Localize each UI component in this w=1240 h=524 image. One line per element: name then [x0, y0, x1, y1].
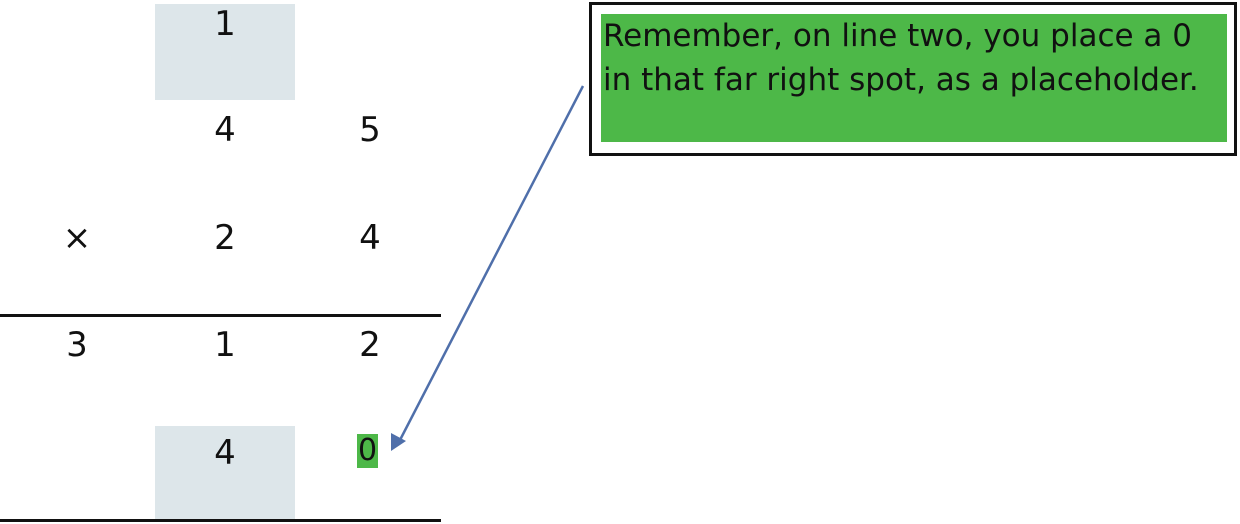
carry-digit: 1 [214, 4, 236, 44]
multiply-operator: × [62, 218, 92, 258]
carry-cell-background [155, 4, 295, 100]
multiplicand-ones-digit: 5 [359, 110, 381, 150]
partial-product-1-tens-digit: 1 [214, 325, 236, 365]
partial-product-1-hundreds-digit: 3 [66, 325, 88, 365]
bottom-divider-line [0, 519, 441, 522]
product-divider-line [0, 314, 441, 317]
second-row-cell-background [155, 426, 295, 520]
callout-arrow-head [391, 433, 406, 451]
partial-product-2-tens-digit: 4 [214, 433, 236, 473]
multiplier-tens-digit: 2 [214, 218, 236, 258]
callout-box: Remember, on line two, you place a 0 in … [589, 2, 1237, 156]
multiplicand-tens-digit: 4 [214, 110, 236, 150]
placeholder-zero-digit: 0 [357, 433, 379, 468]
callout-text: Remember, on line two, you place a 0 in … [601, 14, 1227, 142]
multiplier-ones-digit: 4 [359, 218, 381, 258]
partial-product-1-ones-digit: 2 [359, 325, 381, 365]
